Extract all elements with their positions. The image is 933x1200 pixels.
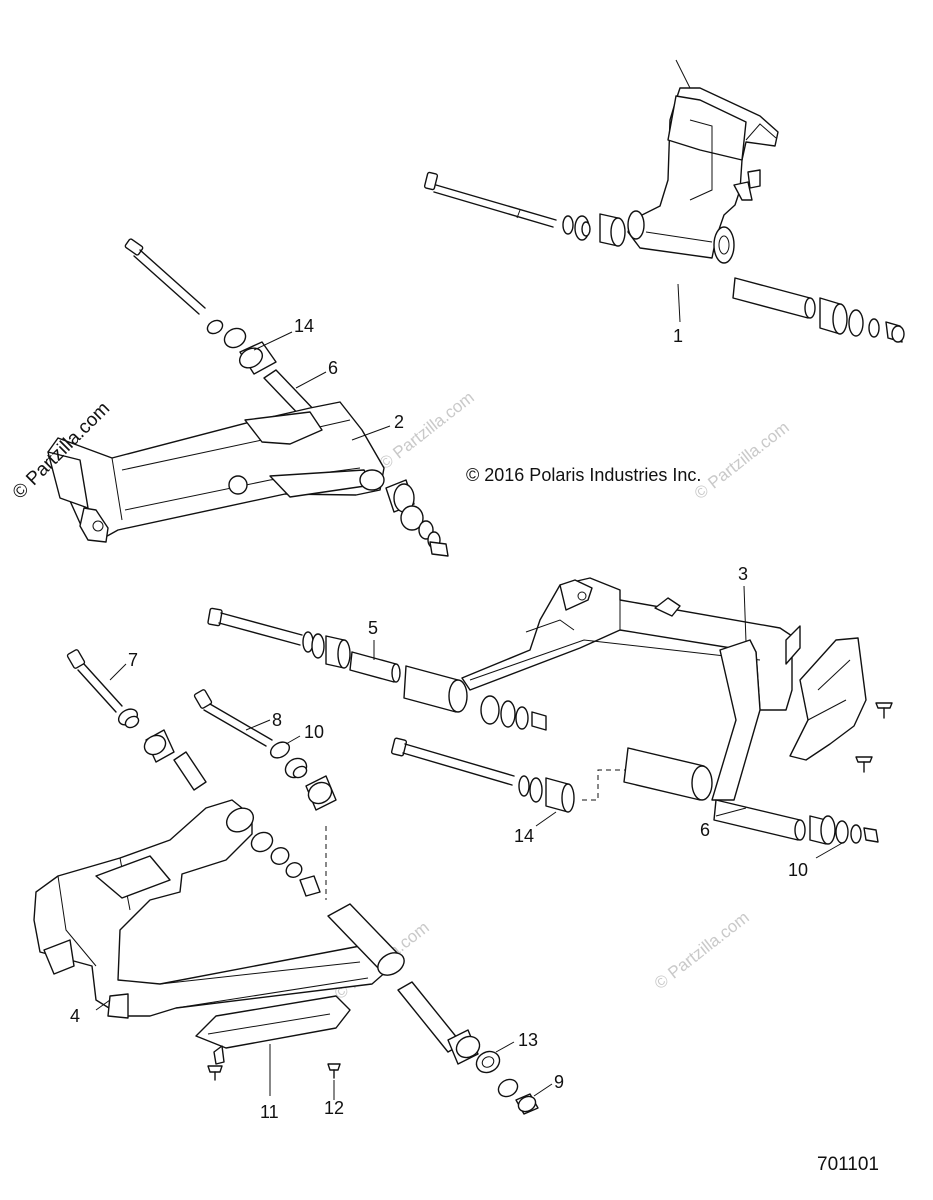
callout-10: 10 [304, 722, 324, 742]
callout-13: 13 [518, 1030, 538, 1050]
watermark: © Partzilla.com [651, 908, 753, 994]
copyright-notice: © 2016 Polaris Industries Inc. [466, 465, 701, 485]
part-3-rear-arm [207, 577, 893, 845]
callout-12: 12 [324, 1098, 344, 1118]
part-4-lower-arm [33, 649, 539, 1115]
callout-6: 6 [700, 820, 710, 840]
watermark: © Partzilla.com [691, 418, 793, 504]
callout-8: 8 [272, 710, 282, 730]
callout-2: 2 [394, 412, 404, 432]
callout-14: 14 [514, 826, 534, 846]
diagram-reference-number: 701101 [817, 1154, 879, 1175]
part-1-pivot-bracket [423, 59, 905, 343]
callout-5: 5 [368, 618, 378, 638]
part-2-upper-arm [47, 238, 449, 557]
callout-10: 10 [788, 860, 808, 880]
callout-11: 11 [260, 1102, 279, 1122]
callout-9: 9 [554, 1072, 564, 1092]
leader-lines [95, 283, 845, 1100]
watermark: © Partzilla.com [376, 388, 478, 474]
callout-6: 6 [328, 358, 338, 378]
callout-1: 1 [673, 326, 683, 346]
callout-3: 3 [738, 564, 748, 584]
callouts: 1 14 6 2 3 5 7 8 10 14 6 10 4 11 12 13 9 [70, 316, 808, 1122]
callout-14: 14 [294, 316, 314, 336]
callout-7: 7 [128, 650, 138, 670]
callout-4: 4 [70, 1006, 80, 1026]
